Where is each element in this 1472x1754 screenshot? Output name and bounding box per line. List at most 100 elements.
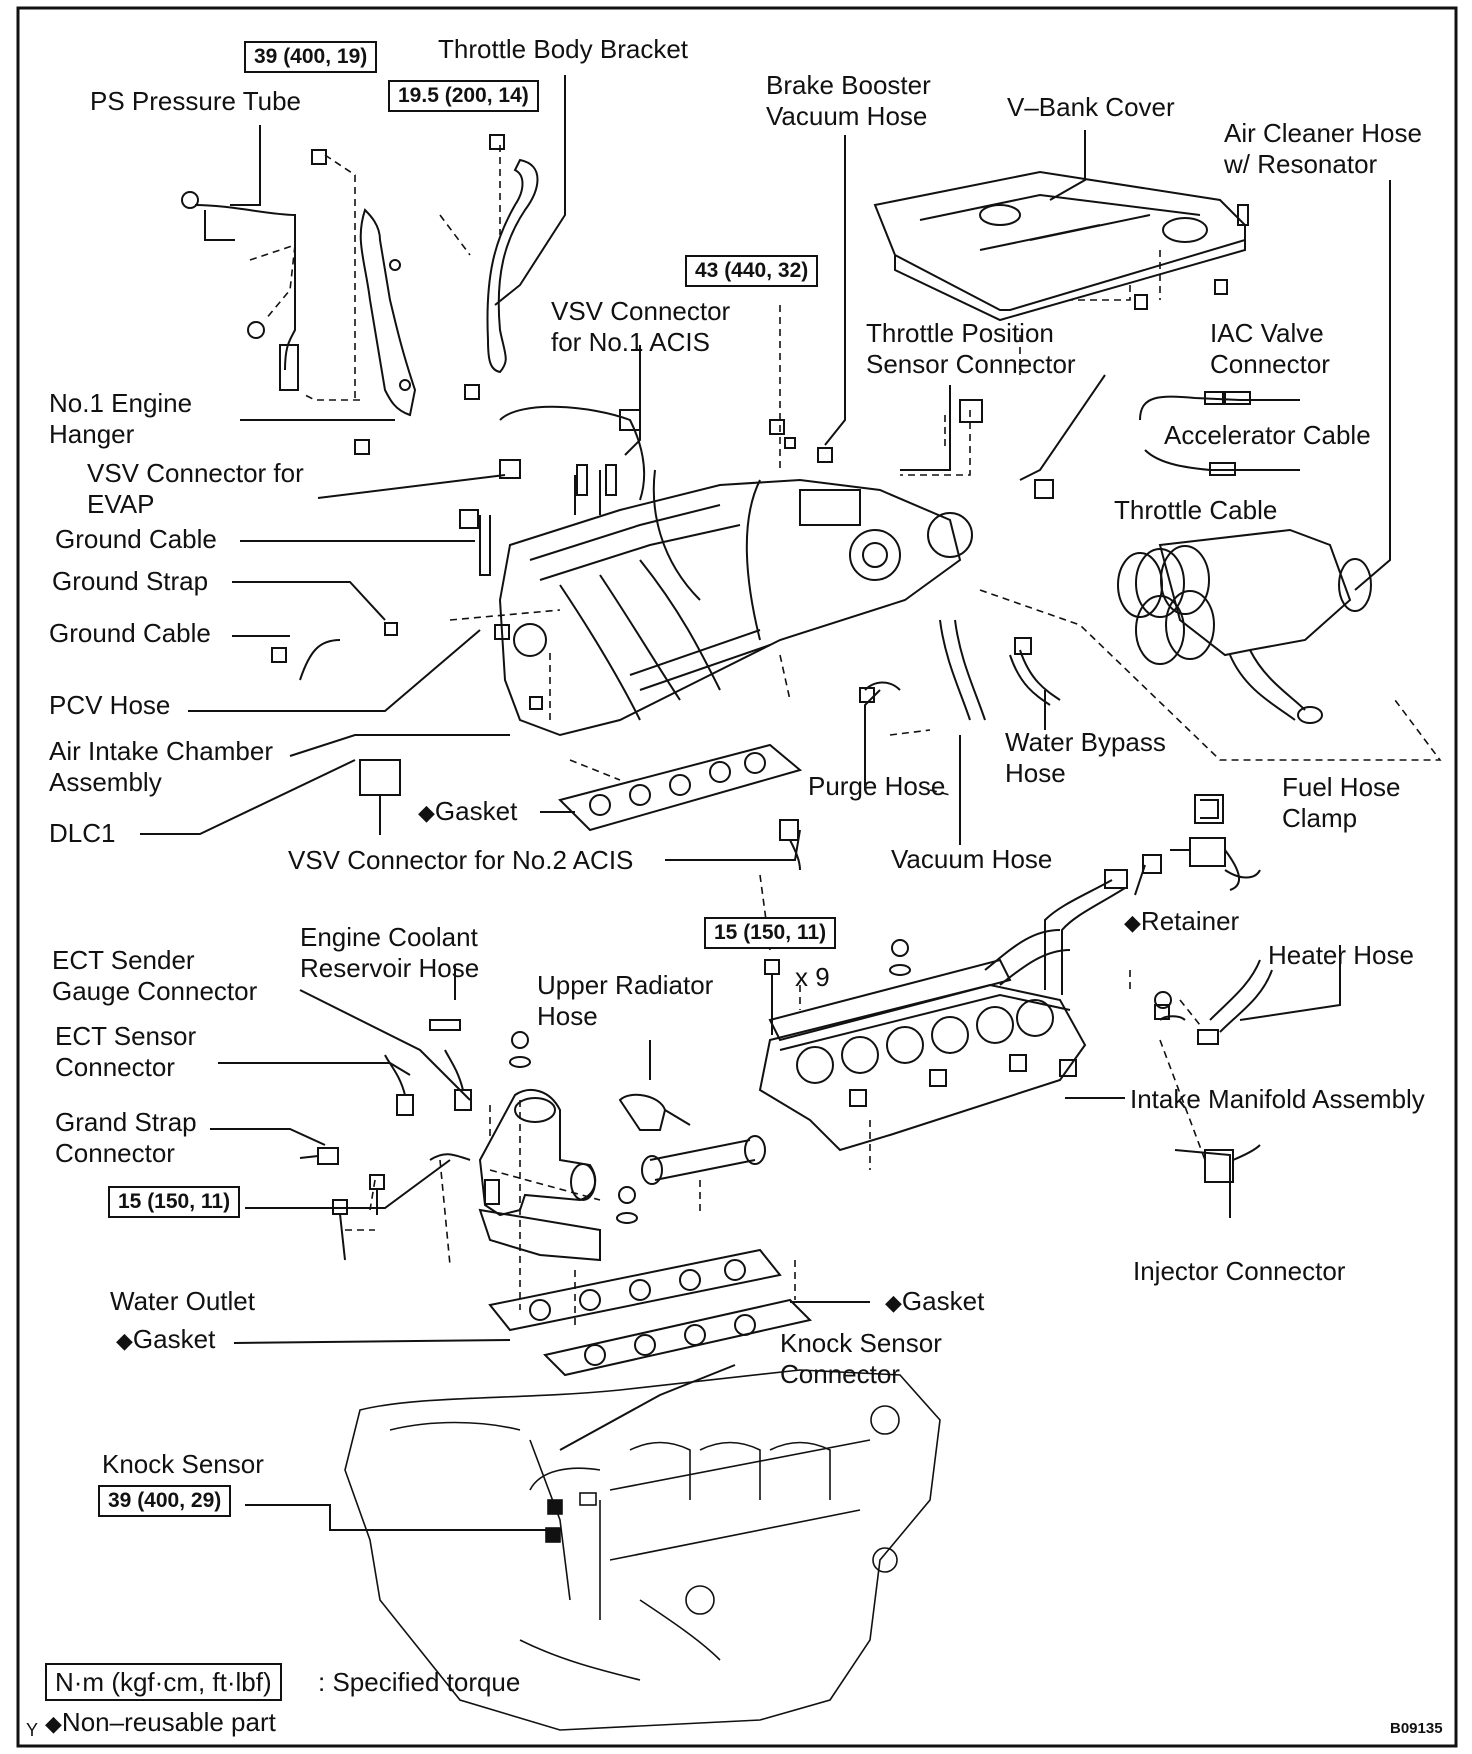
- label-knock-sensor: Knock Sensor: [102, 1449, 264, 1479]
- label-accelerator-cable: Accelerator Cable: [1164, 420, 1371, 450]
- label-water-bypass: Water Bypass Hose: [1005, 727, 1166, 789]
- label-ground-cable-1: Ground Cable: [55, 524, 217, 554]
- label-intake-manifold: Intake Manifold Assembly: [1130, 1084, 1425, 1114]
- ps-pressure-tube: [181, 191, 299, 391]
- label-pcv-hose: PCV Hose: [49, 690, 171, 720]
- label-air-cleaner-l1: Air Cleaner Hose: [1224, 118, 1422, 148]
- label-gasket-right: ◆Gasket: [885, 1286, 984, 1318]
- torque-box-1: 39 (400, 19): [244, 41, 378, 73]
- engine-block: [344, 1369, 941, 1731]
- leader-lines: [140, 75, 1391, 1531]
- legend-nonreuse: ◆Non–reusable part: [45, 1707, 276, 1739]
- v-bank-cover: [873, 170, 1249, 322]
- label-gasket-left: ◆Gasket: [116, 1324, 215, 1356]
- heater-hose: [1197, 959, 1273, 1045]
- label-throttle-cable: Throttle Cable: [1114, 495, 1278, 525]
- throttle-cable: [1144, 449, 1300, 476]
- label-ect-sender: ECT Sender Gauge Connector: [52, 945, 257, 1007]
- label-knock-conn-l2: Connector: [780, 1359, 900, 1389]
- label-knock-sensor-connector: Knock Sensor Connector: [780, 1328, 942, 1390]
- label-upper-radiator-l2: Hose: [537, 1001, 598, 1031]
- label-vsv-acis2: VSV Connector for No.2 ACIS: [288, 845, 634, 875]
- hoses-middle: [859, 619, 1061, 721]
- injector-connector-part: [1204, 1144, 1261, 1183]
- air-intake-chamber: [498, 405, 973, 737]
- label-tps-connector: Throttle Position Sensor Connector: [866, 318, 1076, 380]
- label-brake-booster-l2: Vacuum Hose: [766, 101, 928, 131]
- label-air-intake-l1: Air Intake Chamber: [49, 736, 273, 766]
- label-brake-booster-l1: Brake Booster: [766, 70, 931, 100]
- label-vacuum-hose: Vacuum Hose: [891, 844, 1053, 874]
- diagram-border: [16, 6, 1458, 1748]
- ect-connectors: [299, 1019, 472, 1261]
- figure-code: B09135: [1390, 1720, 1443, 1737]
- nonreusable-mark: ◆: [116, 1328, 133, 1353]
- label-water-bypass-l2: Hose: [1005, 758, 1066, 788]
- label-vsv-acis1: VSV Connector for No.1 ACIS: [551, 296, 730, 358]
- engine-hanger: [311, 149, 417, 455]
- label-air-cleaner-hose: Air Cleaner Hose w/ Resonator: [1224, 118, 1422, 180]
- label-air-intake-chamber: Air Intake Chamber Assembly: [49, 736, 273, 798]
- label-tps-l2: Sensor Connector: [866, 349, 1076, 379]
- retainer-text: Retainer: [1140, 906, 1240, 936]
- label-times9: x 9: [795, 962, 830, 992]
- label-iac-l1: IAC Valve: [1210, 318, 1324, 348]
- label-engine-coolant: Engine Coolant Reservoir Hose: [300, 922, 479, 984]
- label-ground-strap: Ground Strap: [52, 566, 209, 596]
- label-knock-conn-l1: Knock Sensor: [780, 1328, 942, 1358]
- throttle-body-bracket: [464, 134, 539, 400]
- label-brake-booster: Brake Booster Vacuum Hose: [766, 70, 931, 132]
- connectors-upper: [271, 399, 1054, 835]
- label-heater-hose: Heater Hose: [1268, 940, 1414, 970]
- label-air-cleaner-l2: w/ Resonator: [1224, 149, 1378, 179]
- legend-nonreuse-text: Non–reusable part: [61, 1707, 276, 1737]
- upper-radiator-hose: [618, 1093, 766, 1185]
- label-ground-cable-2: Ground Cable: [49, 618, 211, 648]
- label-ps-pressure-tube: PS Pressure Tube: [90, 86, 301, 116]
- label-upper-radiator-l1: Upper Radiator: [537, 970, 714, 1000]
- label-vsv-evap: VSV Connector for EVAP: [87, 458, 304, 520]
- label-fuel-hose-l1: Fuel Hose: [1282, 772, 1401, 802]
- label-ect-sensor: ECT Sensor Connector: [55, 1021, 196, 1083]
- label-air-intake-l2: Assembly: [49, 767, 162, 797]
- legend-nonreuse-mark: ◆: [45, 1711, 62, 1736]
- nonreusable-mark: ◆: [1124, 910, 1141, 935]
- label-throttle-body-bracket: Throttle Body Bracket: [438, 34, 688, 64]
- label-grand-strap-l2: Connector: [55, 1138, 175, 1168]
- label-coolant-l2: Reservoir Hose: [300, 953, 480, 983]
- label-grand-strap: Grand Strap Connector: [55, 1107, 197, 1169]
- bolts-nuts: [509, 939, 1172, 1224]
- label-water-outlet: Water Outlet: [110, 1286, 255, 1316]
- label-grand-strap-l1: Grand Strap: [55, 1107, 197, 1137]
- label-engine-hanger-l2: Hanger: [49, 419, 135, 449]
- label-retainer: ◆Retainer: [1124, 906, 1239, 938]
- torque-box-4: 15 (150, 11): [704, 917, 837, 949]
- gasket-right-text: Gasket: [901, 1286, 985, 1316]
- intake-manifold-assembly: [758, 929, 1186, 1152]
- torque-box-3: 43 (440, 32): [685, 255, 819, 287]
- label-ect-sensor-l2: Connector: [55, 1052, 175, 1082]
- label-tps-l1: Throttle Position: [866, 318, 1054, 348]
- vsv-acis2-part: [779, 819, 801, 871]
- label-water-bypass-l1: Water Bypass: [1005, 727, 1166, 757]
- label-dlc1: DLC1: [49, 818, 116, 848]
- torque-box-2: 19.5 (200, 14): [388, 80, 539, 112]
- label-upper-radiator: Upper Radiator Hose: [537, 970, 713, 1032]
- label-fuel-hose-clamp: Fuel Hose Clamp: [1282, 772, 1401, 834]
- label-v-bank-cover: V–Bank Cover: [1007, 92, 1175, 122]
- gasket-upper-text: Gasket: [434, 796, 518, 826]
- gasket-lower: [488, 1248, 812, 1377]
- nonreusable-mark: ◆: [885, 1290, 902, 1315]
- label-vsv-evap-l1: VSV Connector for: [87, 458, 304, 488]
- label-engine-hanger: No.1 Engine Hanger: [49, 388, 192, 450]
- label-vsv-acis1-l1: VSV Connector: [551, 296, 731, 326]
- fuel-hose-clamp: [1194, 794, 1224, 824]
- label-coolant-l1: Engine Coolant: [300, 922, 478, 952]
- label-ect-sender-l1: ECT Sender: [52, 945, 195, 975]
- label-ect-sensor-l1: ECT Sensor: [55, 1021, 197, 1051]
- legend-torque-unit: N·m (kgf·cm, ft·lbf): [45, 1663, 282, 1701]
- label-engine-hanger-l1: No.1 Engine: [49, 388, 193, 418]
- label-ect-sender-l2: Gauge Connector: [52, 976, 258, 1006]
- torque-box-6: 39 (400, 29): [98, 1485, 232, 1517]
